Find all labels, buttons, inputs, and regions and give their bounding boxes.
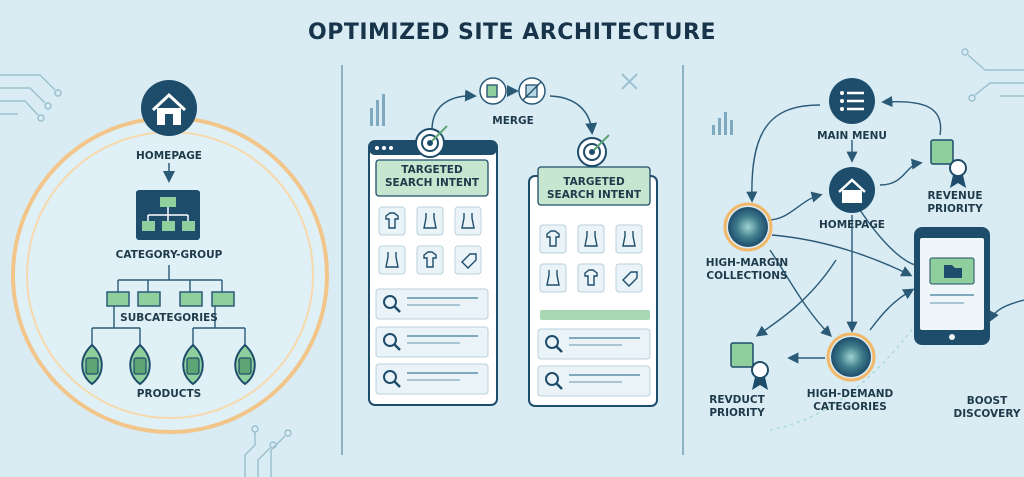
revenue-priority-label-2: PRIORITY [927,203,983,215]
subcategory-box [137,291,161,307]
revduct-priority-label-1: REVDUCT [709,394,765,406]
sparkle-trail [769,259,961,431]
search-row [375,288,489,320]
tshirt-icon [584,269,598,286]
products-label: PRODUCTS [136,388,202,400]
award-box-icon [930,139,967,188]
high-margin-label-2: COLLECTIONS [706,270,788,282]
tag-icon [622,271,638,287]
target-icon [577,134,610,167]
revenue-priority-label-1: REVENUE [927,190,983,202]
subcategory-box [179,291,203,307]
phone-icon [914,227,990,345]
targeted-label-box [375,159,489,197]
product-tag-icon [81,343,103,386]
main-menu-label: MAIN MENU [817,130,887,142]
high-demand-node [826,332,876,382]
homepage-label: HOMEPAGE [136,150,202,162]
high-margin-node [723,202,773,252]
homepage-right-label: HOMEPAGE [819,219,885,231]
search-intent-card-a [368,125,498,406]
tank-icon [461,213,475,229]
bar-chart-icon [712,112,733,135]
award-box-icon [730,342,769,390]
tshirt-icon [546,230,560,247]
left-panel [11,80,329,434]
tank-icon [385,252,399,268]
highlight-bar [540,310,650,320]
card-a-intent-label: TARGETED SEARCH INTENT [384,164,480,189]
close-decor-icon [621,73,638,90]
subcategory-box [211,291,235,307]
circuit-decoration-right [961,48,1024,102]
home-icon [829,167,875,213]
product-tag-icon [182,343,204,386]
revduct-priority-label-2: PRIORITY [709,407,765,419]
home-icon [141,80,197,136]
middle-panel [368,73,658,407]
tank-icon [622,231,636,247]
page-title: OPTIMIZED SITE ARCHITECTURE [308,20,716,45]
category-group-label: CATEGORY-GROUP [115,249,223,261]
boost-discovery-label-2: DISCOVERY [953,408,1021,420]
tag-icon [461,253,477,269]
high-margin-label-1: HIGH-MARGIN [705,257,789,269]
search-intent-card-b [528,134,658,407]
merge-label: MERGE [492,115,534,127]
boost-discovery-label-1: BOOST [966,395,1008,407]
menu-icon [829,78,875,124]
product-tag-icon [129,343,151,386]
circuit-decoration-bottom [244,425,292,477]
outer-ring [11,116,329,434]
tank-icon [423,213,437,229]
target-icon [415,125,448,158]
tank-icon [546,270,560,286]
category-group-icon [136,190,200,240]
circuit-decoration-left [0,74,62,122]
merge-doc-icon [479,77,507,105]
right-panel [712,78,1024,431]
merge-target-icon [518,77,546,105]
subcategories-label: SUBCATEGORIES [120,312,218,324]
card-b-intent-label: TARGETED SEARCH INTENT [546,176,642,201]
tank-icon [584,231,598,247]
high-demand-label-1: HIGH-DEMAND [806,388,894,400]
bar-chart-icon [370,94,385,126]
tree-connectors [91,265,246,345]
product-tag-icon [234,343,256,386]
targeted-label-box [537,166,651,206]
high-demand-label-2: CATEGORIES [813,401,887,413]
search-row [375,363,489,395]
search-row [537,365,651,397]
tshirt-icon [423,251,437,268]
search-row [537,328,651,360]
search-row [375,326,489,358]
tshirt-icon [385,212,399,229]
subcategory-box [106,291,130,307]
